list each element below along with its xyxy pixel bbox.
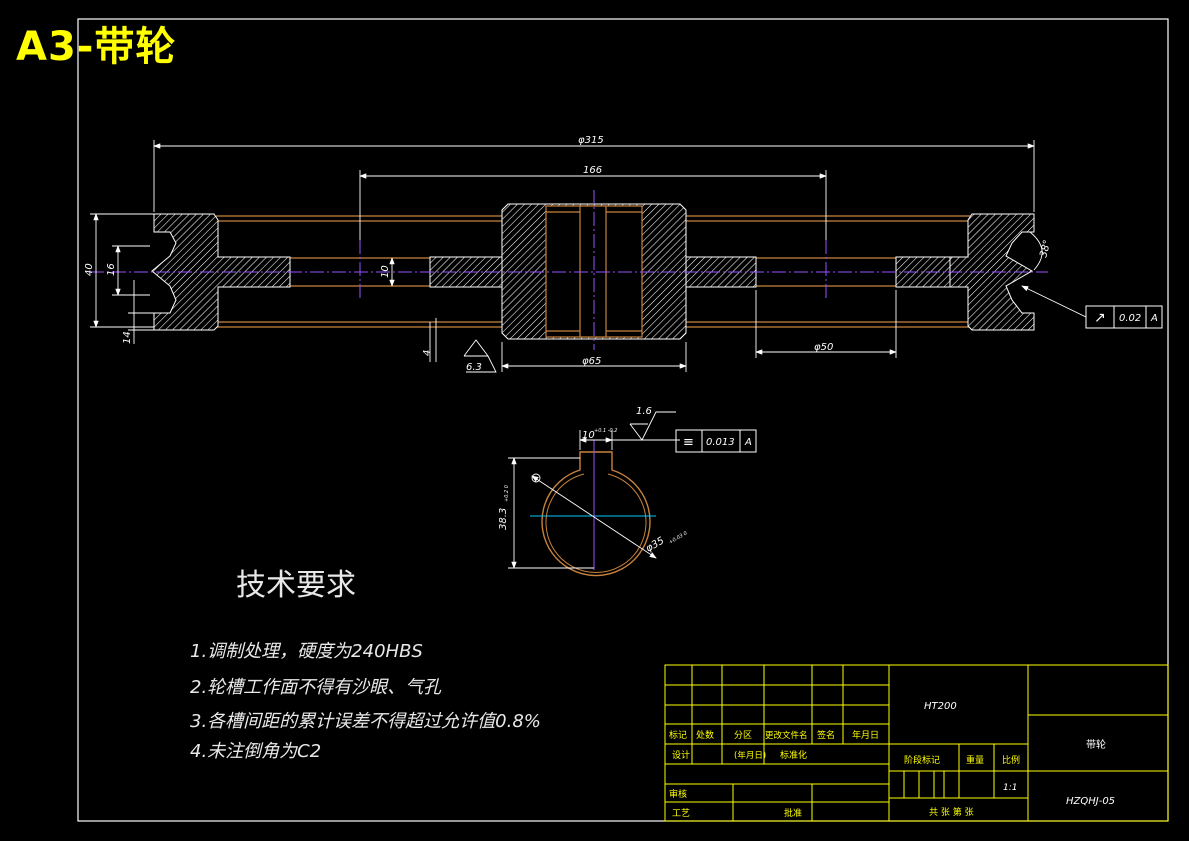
label-process: 工艺	[672, 808, 690, 819]
title-block-values: HT200 带轮 HZQHJ-05 1:1	[924, 701, 1115, 807]
key-depth-tol: +0.2 0	[504, 485, 510, 502]
label-approve: 批准	[784, 807, 802, 819]
label-ratio: 比例	[1002, 754, 1020, 766]
keyway-section-view	[508, 411, 757, 577]
symmetry-tolerance-frame	[675, 429, 757, 453]
requirement-item: 2.轮槽工作面不得有沙眼、气孔	[190, 677, 442, 698]
roughness-63: 6.3	[466, 362, 482, 373]
label-review: 审核	[669, 788, 687, 800]
title-block-grid	[664, 664, 1169, 822]
bore-dia-tol: +0.03 0	[668, 530, 688, 545]
label-sign: 签名	[817, 729, 835, 741]
centerlines	[90, 190, 1048, 350]
title-block-texts: 标记 处数 分区 更改文件名 签名 年月日 设计 (年月日) 标准化 阶段标记 …	[669, 729, 1020, 819]
drawing-frame	[77, 18, 1169, 822]
rim-left	[151, 213, 291, 331]
roughness-16: 1.6	[636, 406, 652, 417]
runout-symbol: ↗	[1094, 310, 1106, 326]
dim-angle: 38°	[1038, 239, 1053, 259]
runout-tolerance-frame	[1085, 305, 1163, 329]
runout-datum: A	[1150, 313, 1158, 324]
dim-4: 4	[422, 350, 433, 356]
drawing-number: HZQHJ-05	[1066, 796, 1115, 807]
key-width-tol: +0.1 -0.2	[594, 428, 618, 434]
material: HT200	[924, 701, 957, 712]
dim-14: 14	[122, 331, 133, 344]
label-design: 设计	[672, 749, 690, 761]
symmetry-value: 0.013	[706, 437, 735, 448]
requirements-heading: 技术要求	[236, 568, 356, 603]
requirement-item: 1.调制处理，硬度为240HBS	[190, 641, 423, 662]
dim-65: φ65	[582, 356, 601, 367]
label-stage-mark: 阶段标记	[904, 754, 940, 766]
dimension-lines	[90, 140, 1087, 373]
page-title: A3-带轮	[16, 24, 177, 70]
requirement-item: 4.未注倒角为C2	[190, 741, 322, 762]
label-mark: 标记	[669, 729, 687, 741]
key-width: 10	[582, 430, 595, 441]
label-zone: 分区	[734, 730, 752, 741]
key-depth: 38.3	[498, 508, 509, 530]
scale: 1:1	[1003, 783, 1017, 793]
label-weight: 重量	[966, 754, 984, 766]
requirement-item: 3.各槽间距的累计误差不得超过允许值0.8%	[190, 711, 541, 732]
dim-166: 166	[583, 165, 602, 176]
dim-40: 40	[84, 263, 95, 276]
dim-50: φ50	[814, 342, 833, 353]
dim-16: 16	[106, 263, 117, 276]
label-count: 处数	[696, 729, 714, 741]
label-doc-no: 更改文件名	[765, 730, 808, 741]
symmetry-datum: A	[744, 437, 752, 448]
label-sheets: 共 张 第 张	[929, 806, 974, 818]
symmetry-symbol: ≡	[683, 435, 694, 450]
label-date2: (年月日)	[734, 750, 766, 761]
dim-10: 10	[380, 265, 391, 278]
dimension-texts: φ315 166 40 16 10 14 φ65 φ50 38° 4 6.3 0…	[84, 135, 1158, 555]
label-standard: 标准化	[780, 749, 807, 761]
part-name: 带轮	[1086, 738, 1106, 751]
label-date: 年月日	[852, 729, 879, 741]
dim-315: φ315	[578, 135, 604, 146]
runout-value: 0.02	[1119, 313, 1141, 324]
